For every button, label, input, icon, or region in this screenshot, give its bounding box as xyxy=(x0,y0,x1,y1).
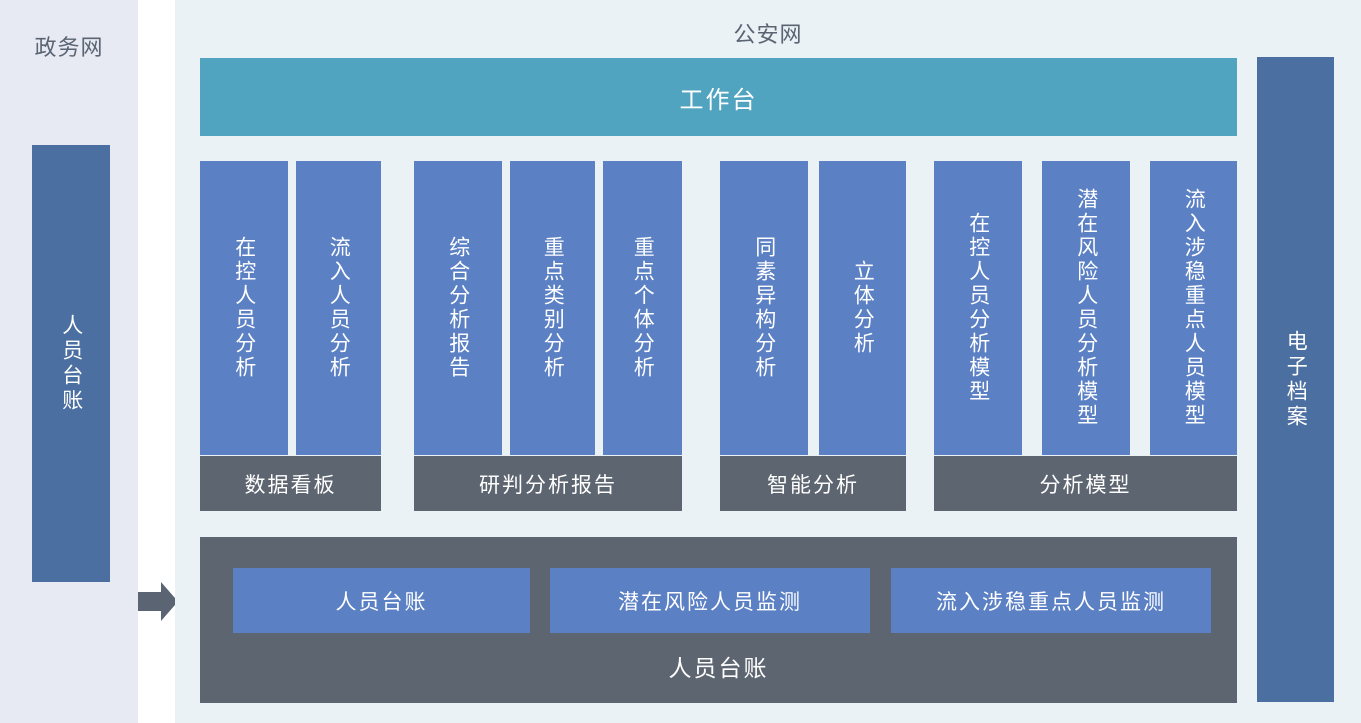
group-footer-label: 智能分析 xyxy=(767,473,859,497)
card-stereoscopic-analysis[interactable]: 立体分析 xyxy=(819,161,906,455)
public-security-network-zone: 公安网 工作台 在控人员分析 流入人员分析 数据看板 综合分析报告 xyxy=(175,0,1361,723)
workbench-bar[interactable]: 工作台 xyxy=(200,58,1237,136)
ledger-card-inflow-stability-key-personnel-monitoring[interactable]: 流入涉稳重点人员监测 xyxy=(891,568,1211,633)
ledger-card-personnel-ledger[interactable]: 人员台账 xyxy=(233,568,530,633)
personnel-ledger-panel: 人员台账 潜在风险人员监测 流入涉稳重点人员监测 人员台账 xyxy=(200,537,1237,703)
card-label: 在控人员分析模型 xyxy=(966,212,990,404)
card-inflow-stability-key-personnel-model[interactable]: 流入涉稳重点人员模型 xyxy=(1150,161,1237,455)
group-footer-data-dashboard[interactable]: 数据看板 xyxy=(200,456,381,511)
group-footer-judgment-analysis-report[interactable]: 研判分析报告 xyxy=(414,456,682,511)
electronic-archive-label: 电子档案 xyxy=(1284,329,1308,430)
right-arrow-icon xyxy=(138,582,178,621)
card-label: 综合分析报告 xyxy=(446,236,470,380)
personnel-ledger-card-row: 人员台账 潜在风险人员监测 流入涉稳重点人员监测 xyxy=(200,568,1237,633)
workbench-label: 工作台 xyxy=(679,86,758,114)
group-footer-label: 分析模型 xyxy=(1039,473,1132,497)
card-label: 流入人员分析 xyxy=(327,236,351,380)
card-label: 立体分析 xyxy=(851,260,875,356)
group-cards: 同素异构分析 立体分析 xyxy=(720,161,906,455)
public-security-network-title: 公安网 xyxy=(733,22,803,47)
card-inflow-personnel-analysis[interactable]: 流入人员分析 xyxy=(296,161,381,455)
card-controlled-personnel-analysis-model[interactable]: 在控人员分析模型 xyxy=(934,161,1022,455)
government-personnel-ledger-label: 人员台账 xyxy=(59,313,83,414)
electronic-archive-bar[interactable]: 电子档案 xyxy=(1257,57,1334,702)
card-label: 在控人员分析 xyxy=(232,236,256,380)
group-cards: 综合分析报告 重点类别分析 重点个体分析 xyxy=(414,161,682,455)
group-data-dashboard: 在控人员分析 流入人员分析 数据看板 xyxy=(200,161,381,511)
card-key-individual-analysis[interactable]: 重点个体分析 xyxy=(603,161,682,455)
card-homogeneous-heterogeneous-analysis[interactable]: 同素异构分析 xyxy=(720,161,808,455)
ledger-card-label: 潜在风险人员监测 xyxy=(618,590,802,614)
ledger-card-potential-risk-personnel-monitoring[interactable]: 潜在风险人员监测 xyxy=(550,568,870,633)
ledger-card-label: 人员台账 xyxy=(335,590,428,614)
group-footer-intelligent-analysis[interactable]: 智能分析 xyxy=(720,456,906,511)
group-footer-label: 研判分析报告 xyxy=(479,473,617,497)
government-network-zone: 政务网 人员台账 xyxy=(0,0,138,723)
government-network-title: 政务网 xyxy=(34,35,104,60)
group-judgment-analysis-report: 综合分析报告 重点类别分析 重点个体分析 研判分析报告 xyxy=(414,161,682,511)
card-controlled-personnel-analysis[interactable]: 在控人员分析 xyxy=(200,161,288,455)
group-cards: 在控人员分析模型 潜在风险人员分析模型 流入涉稳重点人员模型 xyxy=(934,161,1237,455)
group-intelligent-analysis: 同素异构分析 立体分析 智能分析 xyxy=(720,161,906,511)
ledger-card-label: 流入涉稳重点人员监测 xyxy=(936,590,1166,614)
group-cards: 在控人员分析 流入人员分析 xyxy=(200,161,381,455)
government-personnel-ledger-bar[interactable]: 人员台账 xyxy=(32,145,110,582)
card-label: 同素异构分析 xyxy=(752,236,776,380)
card-key-category-analysis[interactable]: 重点类别分析 xyxy=(510,161,595,455)
card-label: 流入涉稳重点人员模型 xyxy=(1182,188,1206,428)
card-comprehensive-analysis-report[interactable]: 综合分析报告 xyxy=(414,161,502,455)
card-potential-risk-personnel-analysis-model[interactable]: 潜在风险人员分析模型 xyxy=(1042,161,1130,455)
card-label: 重点个体分析 xyxy=(631,236,655,380)
group-footer-label: 数据看板 xyxy=(244,473,337,497)
group-footer-analysis-model[interactable]: 分析模型 xyxy=(934,456,1237,511)
group-analysis-model: 在控人员分析模型 潜在风险人员分析模型 流入涉稳重点人员模型 分析模型 xyxy=(934,161,1237,511)
card-label: 重点类别分析 xyxy=(541,236,565,380)
card-label: 潜在风险人员分析模型 xyxy=(1074,188,1098,428)
personnel-ledger-caption: 人员台账 xyxy=(668,655,769,681)
